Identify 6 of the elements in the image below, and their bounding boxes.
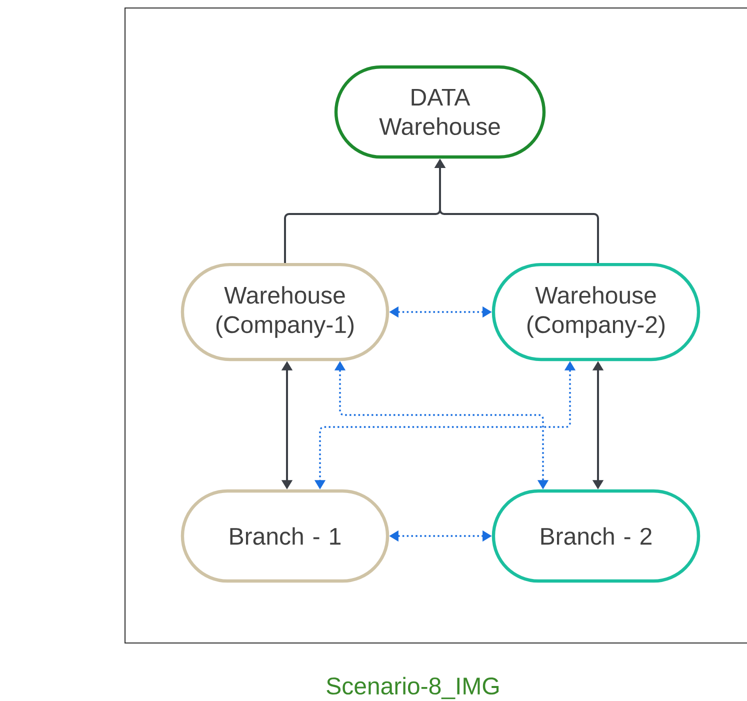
rounded-box: DATA Warehouse [334, 65, 546, 159]
rounded-box: Warehouse (Company-2) [492, 262, 700, 362]
caption: Scenario-8_IMG [326, 676, 499, 700]
rounded-box: Branch - 2 [492, 489, 700, 583]
rounded-box: Warehouse (Company-1) [180, 262, 390, 362]
rounded-box: Branch - 1 [180, 489, 390, 583]
